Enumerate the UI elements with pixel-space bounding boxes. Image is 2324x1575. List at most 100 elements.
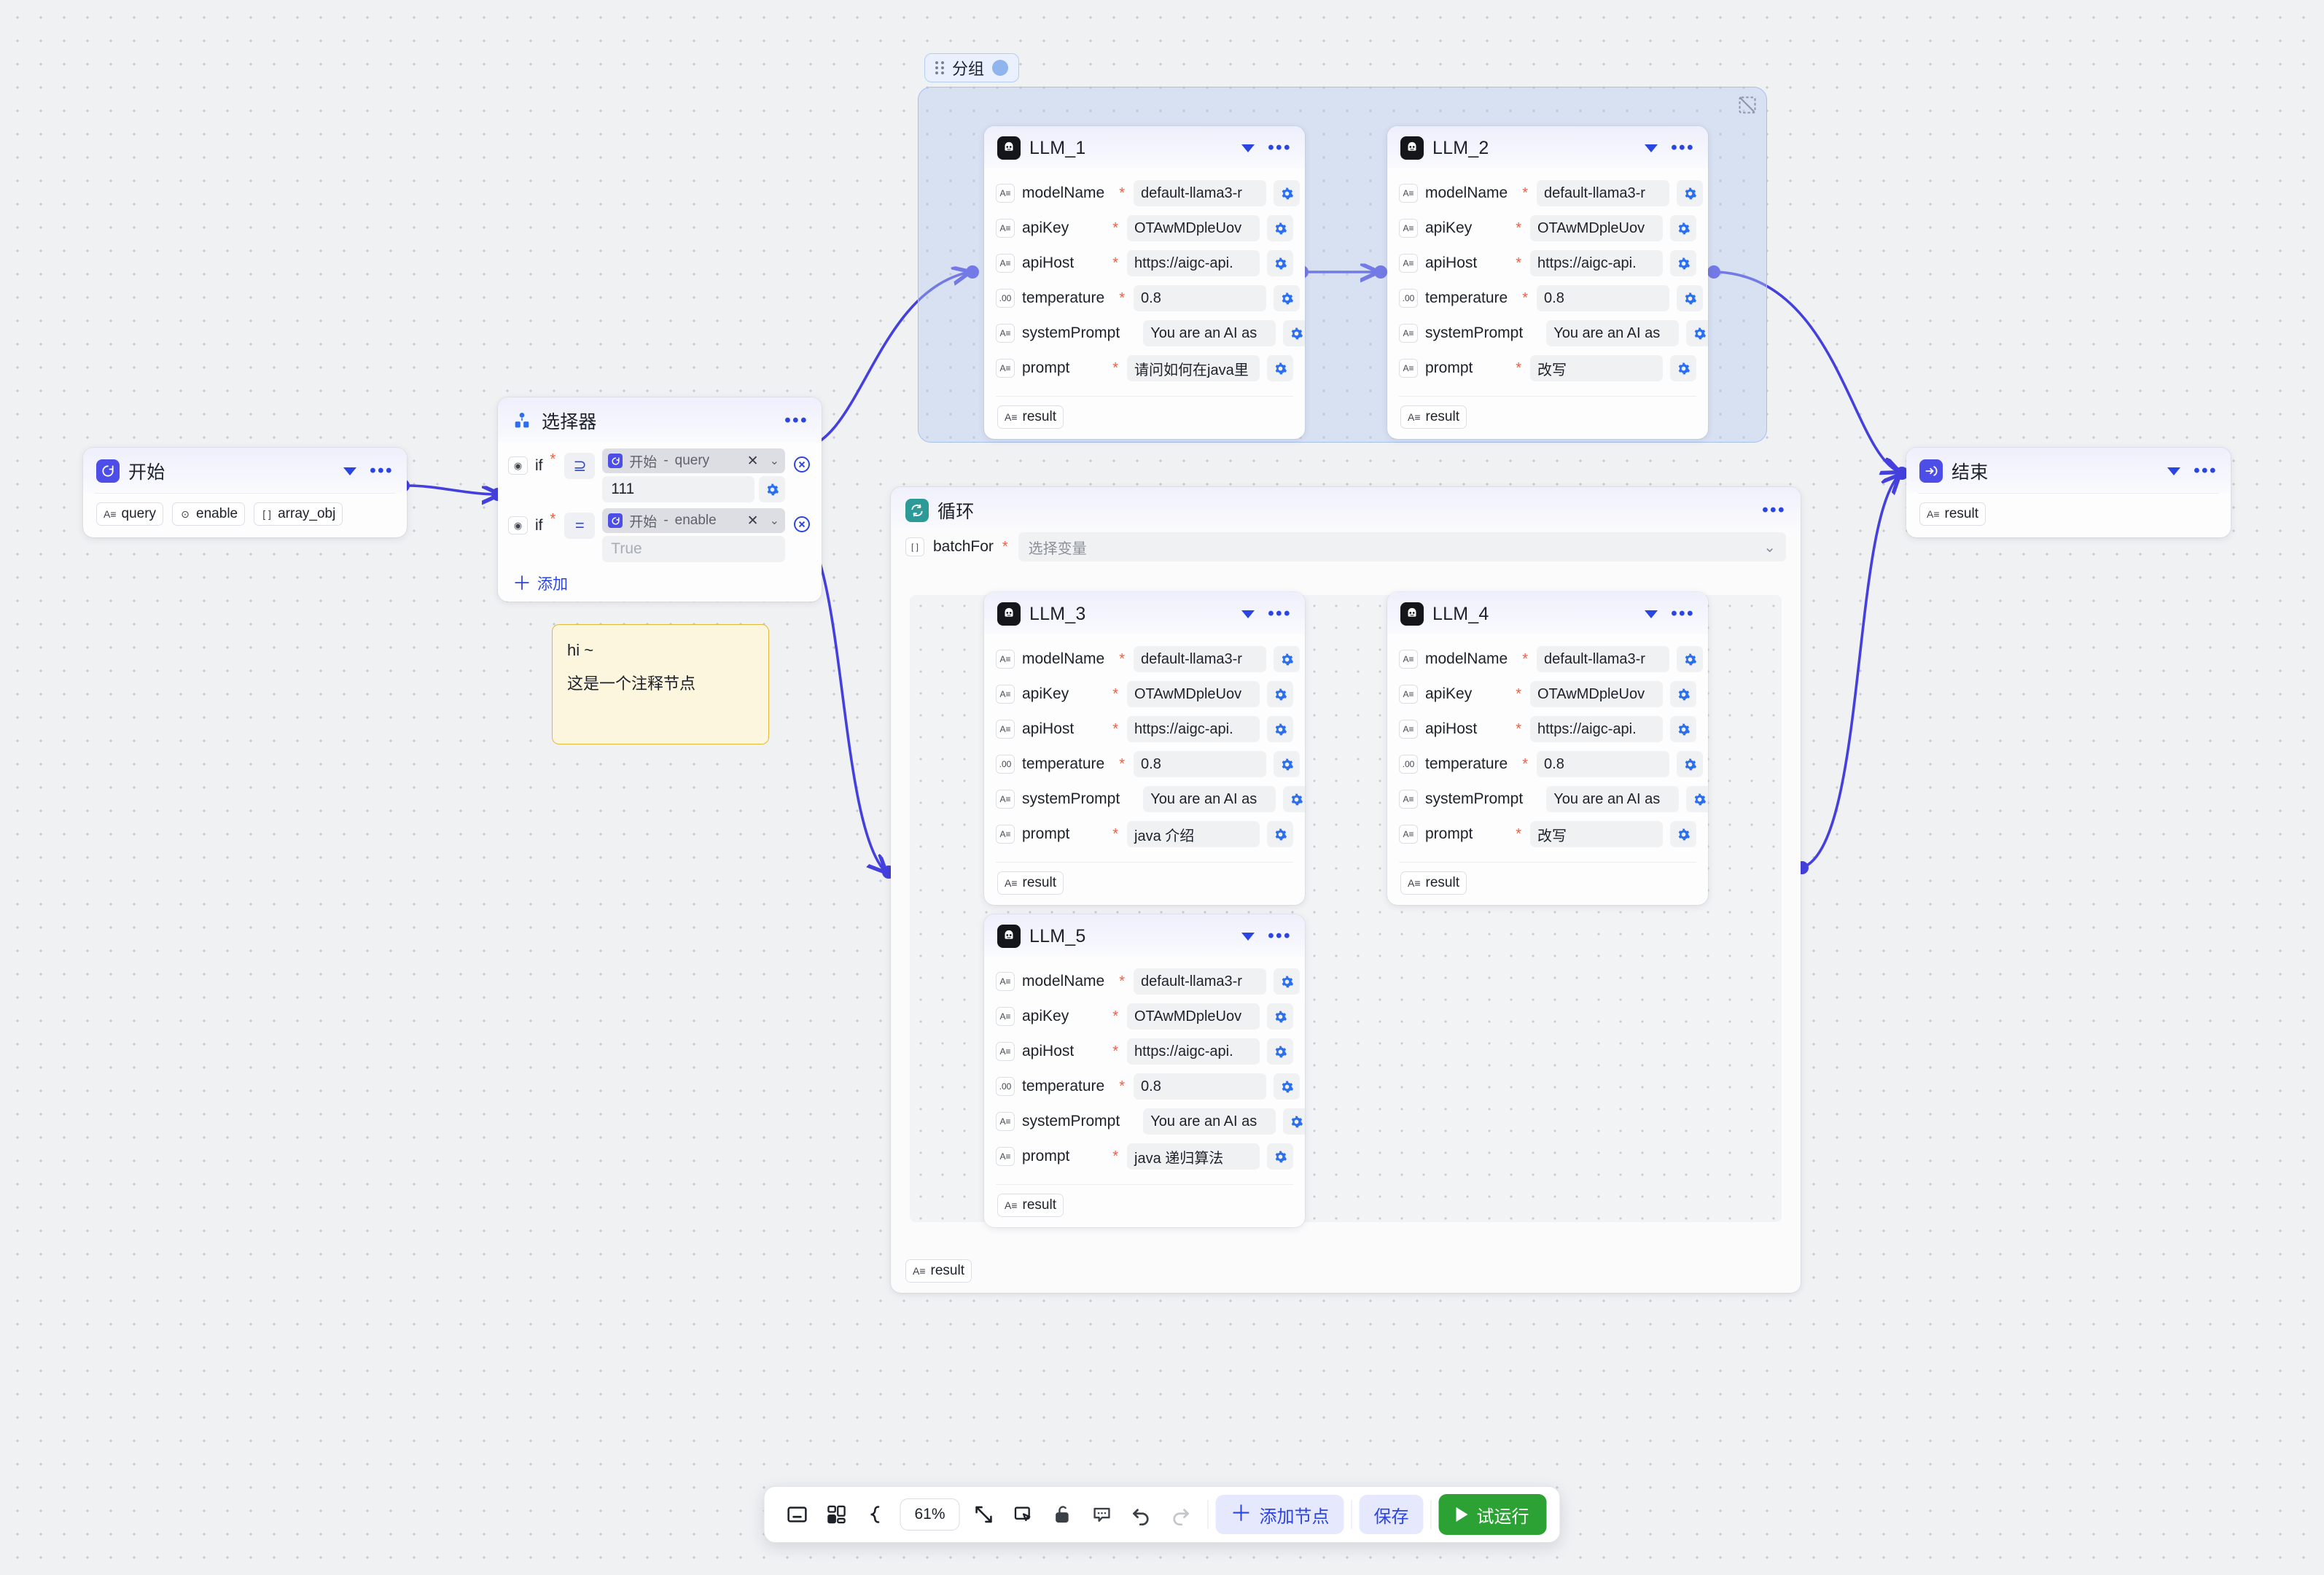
gear-icon[interactable] [1274, 751, 1301, 777]
more-menu-icon[interactable]: ••• [1268, 604, 1292, 623]
zoom-out-icon[interactable] [857, 1495, 896, 1534]
param-value-input[interactable]: https://aigc-api. [1127, 250, 1260, 276]
node-header[interactable]: LLM_5••• [984, 914, 1305, 957]
gear-icon[interactable] [1267, 1038, 1293, 1065]
param-value-input[interactable]: https://aigc-api. [1127, 1038, 1260, 1065]
gear-icon[interactable] [759, 476, 785, 502]
gear-icon[interactable] [1267, 355, 1293, 381]
param-value-input[interactable]: You are an AI as [1143, 786, 1276, 812]
variable-chip[interactable]: 开始 - enable ✕ ⌄ [602, 508, 785, 533]
param-value-input[interactable]: You are an AI as [1143, 320, 1276, 346]
clear-icon[interactable]: ✕ [746, 453, 759, 469]
gear-icon[interactable] [1686, 786, 1708, 812]
output-tag-result[interactable]: A≡ result [905, 1259, 972, 1283]
gear-icon[interactable] [1283, 1108, 1305, 1135]
delete-condition-icon[interactable] [792, 515, 811, 534]
param-value-input[interactable]: OTAwMDpleUov [1127, 681, 1260, 707]
chevron-down-icon[interactable] [2167, 467, 2181, 475]
param-value-input[interactable]: default-llama3-r [1537, 646, 1670, 672]
gear-icon[interactable] [1267, 821, 1293, 847]
operator-select[interactable]: = [564, 513, 596, 539]
param-value-input[interactable]: 改写 [1530, 355, 1663, 381]
output-tag-result[interactable]: A≡result [1400, 871, 1467, 895]
chevron-down-icon[interactable] [1645, 144, 1658, 152]
gear-icon[interactable] [1670, 355, 1696, 381]
gear-icon[interactable] [1274, 1073, 1301, 1100]
eye-icon[interactable]: ◉ [508, 516, 528, 534]
param-value-input[interactable]: 改写 [1530, 821, 1663, 847]
param-value-input[interactable]: https://aigc-api. [1127, 716, 1260, 742]
more-menu-icon[interactable]: ••• [370, 461, 394, 481]
collapse-icon[interactable] [1737, 95, 1758, 119]
param-value-input[interactable]: default-llama3-r [1134, 968, 1267, 995]
gear-icon[interactable] [1274, 968, 1301, 995]
param-value-input[interactable]: OTAwMDpleUov [1530, 215, 1663, 241]
condition-value-input[interactable]: 111 [602, 476, 754, 502]
output-tag-result[interactable]: A≡result [997, 1194, 1064, 1217]
node-start[interactable]: 开始 ••• A≡ query ⊙ enable [ ] array_obj [83, 448, 407, 537]
delete-condition-icon[interactable] [792, 455, 811, 474]
batch-variable-select[interactable]: 选择变量 ⌄ [1018, 532, 1786, 561]
condition-value-input[interactable]: True [602, 536, 785, 562]
drag-handle-icon[interactable] [935, 61, 944, 74]
output-tag-query[interactable]: A≡ query [96, 502, 164, 526]
chevron-down-icon[interactable] [1645, 610, 1658, 618]
note-node[interactable]: hi ~ 这是一个注释节点 [552, 624, 769, 744]
chevron-down-icon[interactable]: ⌄ [769, 455, 779, 467]
param-value-input[interactable]: You are an AI as [1143, 1108, 1276, 1135]
param-value-input[interactable]: OTAwMDpleUov [1530, 681, 1663, 707]
gear-icon[interactable] [1274, 646, 1301, 672]
chevron-down-icon[interactable] [1241, 144, 1255, 152]
gear-icon[interactable] [1677, 646, 1704, 672]
gear-icon[interactable] [1267, 716, 1293, 742]
param-value-input[interactable]: default-llama3-r [1134, 180, 1267, 206]
chevron-down-icon[interactable] [343, 467, 357, 475]
gear-icon[interactable] [1670, 716, 1696, 742]
gear-icon[interactable] [1267, 215, 1293, 241]
add-condition-button[interactable]: ＋ 添加 [508, 565, 811, 596]
chevron-down-icon[interactable] [1241, 610, 1255, 618]
gear-icon[interactable] [1274, 285, 1301, 311]
minimap-icon[interactable] [778, 1495, 817, 1534]
node-header[interactable]: 结束 ••• [1906, 448, 2231, 493]
param-value-input[interactable]: default-llama3-r [1134, 646, 1267, 672]
param-value-input[interactable]: https://aigc-api. [1530, 250, 1663, 276]
param-value-input[interactable]: 0.8 [1134, 1073, 1267, 1100]
gear-icon[interactable] [1267, 1003, 1293, 1030]
run-button[interactable]: 试运行 [1438, 1494, 1547, 1535]
param-value-input[interactable]: OTAwMDpleUov [1127, 215, 1260, 241]
comment-icon[interactable] [1083, 1495, 1122, 1534]
param-value-input[interactable]: 请问如何在java里 [1127, 355, 1260, 381]
gear-icon[interactable] [1267, 681, 1293, 707]
node-header[interactable]: LLM_3••• [984, 592, 1305, 634]
add-node-button[interactable]: ＋ 添加节点 [1215, 1495, 1344, 1534]
param-value-input[interactable]: 0.8 [1134, 285, 1267, 311]
more-menu-icon[interactable]: ••• [1671, 604, 1695, 623]
output-tag-result[interactable]: A≡result [997, 405, 1064, 429]
param-value-input[interactable]: 0.8 [1134, 751, 1267, 777]
param-value-input[interactable]: 0.8 [1537, 285, 1670, 311]
param-value-input[interactable]: You are an AI as [1546, 786, 1680, 812]
group-color-dot[interactable] [992, 60, 1009, 76]
gear-icon[interactable] [1670, 681, 1696, 707]
more-menu-icon[interactable]: ••• [1762, 500, 1786, 520]
more-menu-icon[interactable]: ••• [1268, 926, 1292, 946]
output-tag-enable[interactable]: ⊙ enable [172, 502, 246, 526]
select-frame-icon[interactable] [1004, 1495, 1043, 1534]
output-tag-result[interactable]: A≡result [1400, 405, 1467, 429]
more-menu-icon[interactable]: ••• [1671, 138, 1695, 158]
node-header[interactable]: LLM_1••• [984, 126, 1305, 168]
gear-icon[interactable] [1677, 751, 1704, 777]
gear-icon[interactable] [1267, 1143, 1293, 1170]
operator-select[interactable]: ⊇ [564, 453, 596, 479]
gear-icon[interactable] [1283, 786, 1305, 812]
gear-icon[interactable] [1677, 285, 1704, 311]
param-value-input[interactable]: 0.8 [1537, 751, 1670, 777]
output-tag-result[interactable]: A≡result [997, 871, 1064, 895]
output-tag-array-obj[interactable]: [ ] array_obj [254, 502, 343, 526]
clear-icon[interactable]: ✕ [746, 513, 759, 529]
